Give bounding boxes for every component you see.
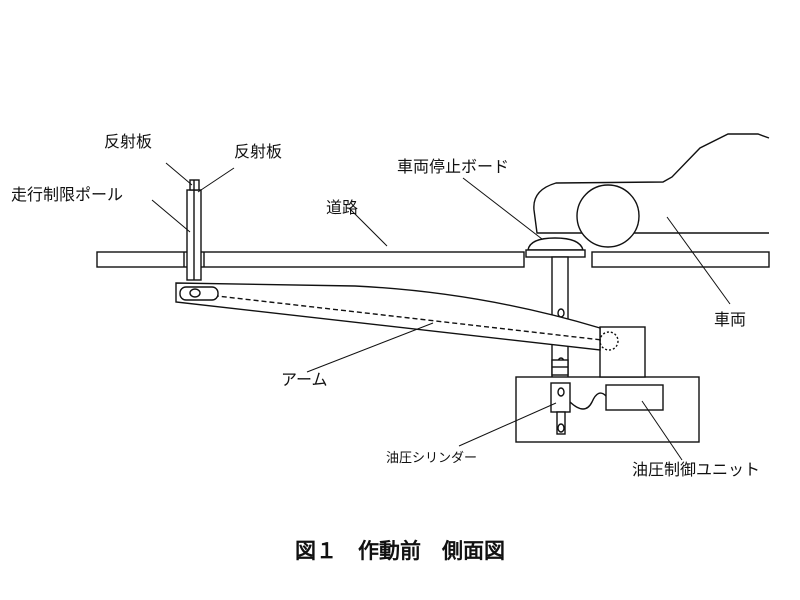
label-hydraulic-cylinder: 油圧シリンダー — [386, 451, 478, 466]
hydraulic-control-unit-box — [605, 384, 664, 411]
label-hydraulic-control-unit: 油圧制御ユニット — [632, 460, 761, 479]
arm-pivot — [599, 331, 619, 351]
label-reflector-1: 反射板 — [104, 132, 153, 151]
vehicle-wheel — [576, 184, 640, 248]
pivot-block — [599, 326, 646, 378]
travel-limit-pole — [183, 179, 205, 281]
hydraulic-cylinder — [550, 382, 607, 435]
vehicle-body — [533, 133, 770, 248]
arm — [175, 282, 619, 351]
label-arm: アーム — [281, 370, 328, 389]
label-road: 道路 — [326, 198, 359, 217]
vehicle-stop-board — [525, 237, 586, 258]
leader-lines — [151, 162, 731, 461]
label-reflector-2: 反射板 — [234, 142, 283, 161]
figure-caption: 図１ 作動前 側面図 — [295, 539, 505, 563]
label-travel-limit-pole: 走行制限ポール — [11, 185, 124, 204]
label-vehicle: 車両 — [714, 310, 747, 329]
label-vehicle-stop-board: 車両停止ボード — [397, 157, 510, 176]
